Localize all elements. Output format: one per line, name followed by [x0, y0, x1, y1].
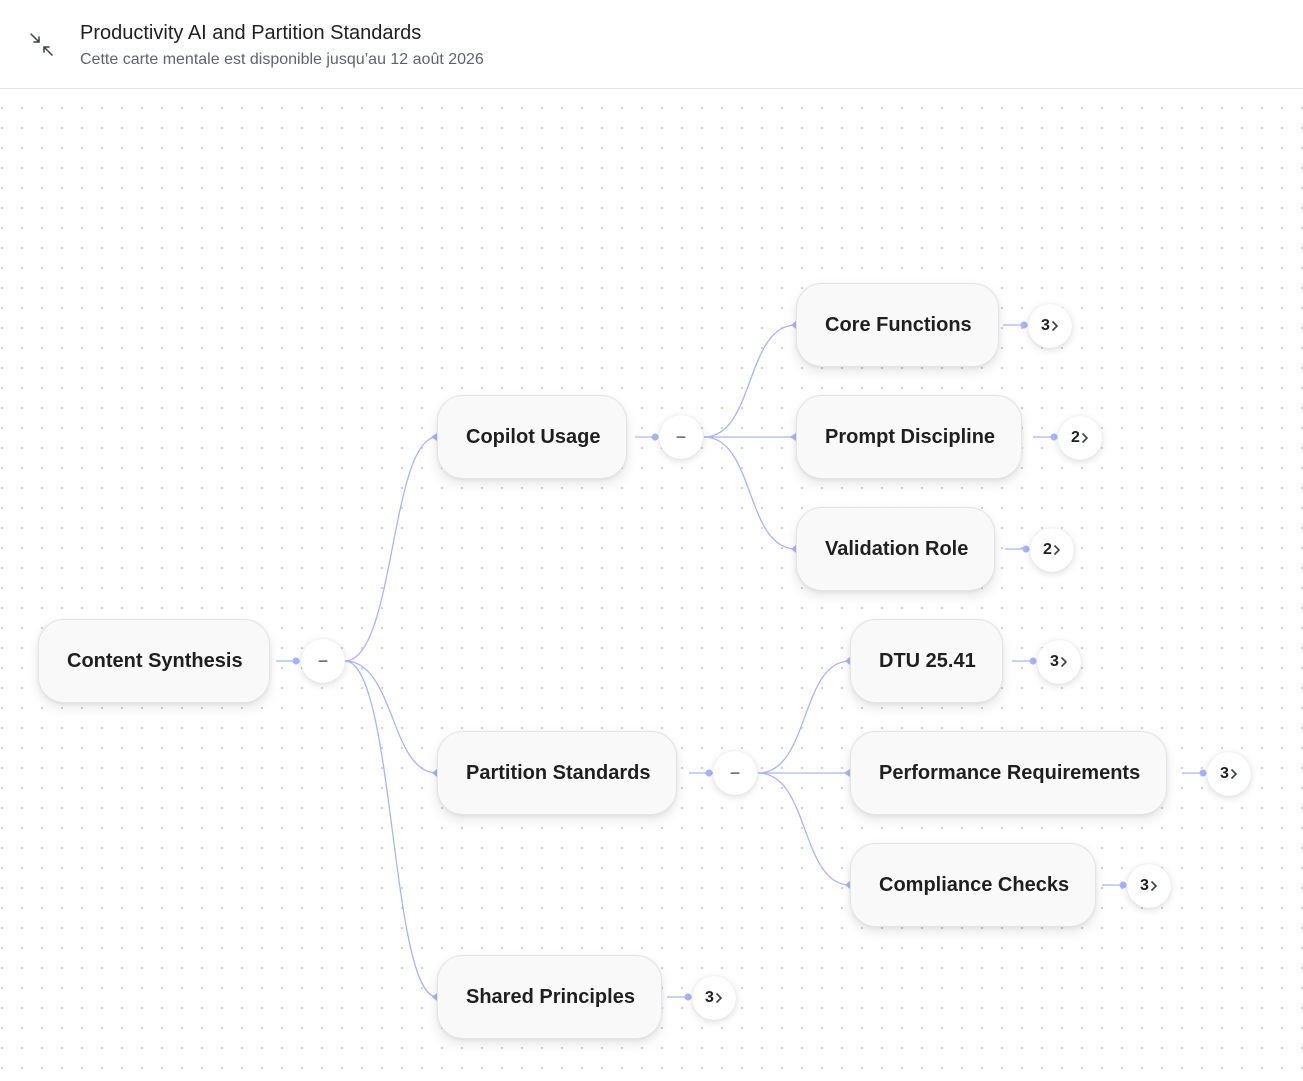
chevron-right-icon [1230, 768, 1238, 780]
node-copilot-usage[interactable]: Copilot Usage [437, 395, 628, 479]
mindmap-canvas[interactable] [0, 90, 1303, 1081]
node-compliance-checks[interactable]: Compliance Checks [850, 843, 1097, 927]
child-count: 3 [1050, 653, 1059, 670]
expand-performance-requirements-button[interactable]: 3 [1207, 752, 1251, 796]
node-label: Copilot Usage [466, 425, 601, 448]
expand-validation-role-button[interactable]: 2 [1030, 528, 1074, 572]
node-label: Validation Role [825, 537, 969, 560]
node-core-functions[interactable]: Core Functions [796, 283, 999, 367]
expand-core-functions-button[interactable]: 3 [1028, 304, 1072, 348]
node-label: Performance Requirements [879, 761, 1141, 784]
child-count: 3 [1220, 765, 1229, 782]
expand-dtu-25-41-button[interactable]: 3 [1037, 640, 1081, 684]
chevron-right-icon [1051, 320, 1059, 332]
child-count: 3 [1041, 317, 1050, 334]
chevron-right-icon [1150, 880, 1158, 892]
collapse-arrows-icon[interactable] [26, 29, 58, 61]
child-count: 3 [1140, 877, 1149, 894]
collapse-content-synthesis-button[interactable]: − [301, 639, 345, 683]
node-label: Compliance Checks [879, 873, 1070, 896]
minus-icon: − [317, 651, 329, 671]
expand-prompt-discipline-button[interactable]: 2 [1058, 416, 1102, 460]
node-shared-principles[interactable]: Shared Principles [437, 955, 662, 1039]
node-label: Content Synthesis [67, 649, 243, 672]
node-performance-requirements[interactable]: Performance Requirements [850, 731, 1168, 815]
chevron-right-icon [1053, 544, 1061, 556]
node-label: Partition Standards [466, 761, 651, 784]
node-label: DTU 25.41 [879, 649, 976, 672]
chevron-right-icon [1081, 432, 1089, 444]
node-label: Prompt Discipline [825, 425, 996, 448]
child-count: 2 [1071, 429, 1080, 446]
node-label: Core Functions [825, 313, 972, 336]
collapse-copilot-usage-button[interactable]: − [659, 415, 703, 459]
expand-compliance-checks-button[interactable]: 3 [1127, 864, 1171, 908]
child-count: 3 [705, 989, 714, 1006]
node-content-synthesis[interactable]: Content Synthesis [38, 619, 270, 703]
minus-icon: − [675, 427, 687, 447]
chevron-right-icon [1060, 656, 1068, 668]
child-count: 2 [1043, 541, 1052, 558]
chevron-right-icon [715, 992, 723, 1004]
node-label: Shared Principles [466, 985, 635, 1008]
availability-note: Cette carte mentale est disponible jusqu… [80, 51, 484, 68]
header: Productivity AI and Partition Standards … [0, 0, 1303, 89]
node-dtu-25-41[interactable]: DTU 25.41 [850, 619, 1003, 703]
expand-shared-principles-button[interactable]: 3 [692, 976, 736, 1020]
node-prompt-discipline[interactable]: Prompt Discipline [796, 395, 1023, 479]
minus-icon: − [729, 763, 741, 783]
node-partition-standards[interactable]: Partition Standards [437, 731, 678, 815]
collapse-partition-standards-button[interactable]: − [713, 751, 757, 795]
node-validation-role[interactable]: Validation Role [796, 507, 996, 591]
page-title: Productivity AI and Partition Standards [80, 22, 422, 44]
